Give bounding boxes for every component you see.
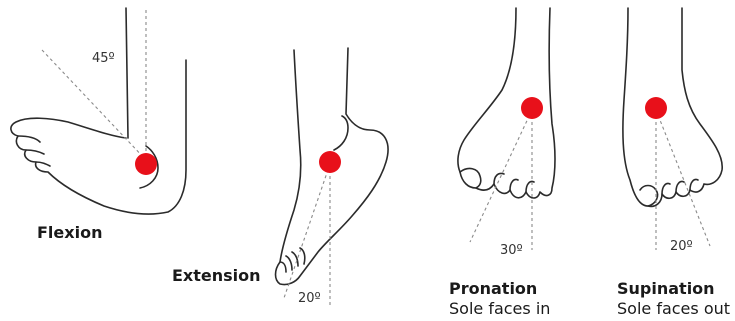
flexion-joint-marker (135, 153, 157, 175)
pronation-label: Pronation (449, 280, 537, 298)
supination-joint-marker (645, 97, 667, 119)
supination-foot-outline (623, 8, 722, 206)
supination-angle-label: 20º (670, 239, 693, 254)
flexion-angle-label: 45º (92, 51, 115, 66)
supination-subtitle: Sole faces out (617, 300, 730, 318)
flexion-panel: 45º (11, 8, 186, 214)
extension-angle-label: 20º (298, 291, 321, 306)
flexion-label: Flexion (37, 224, 102, 242)
extension-joint-marker (319, 151, 341, 173)
supination-panel: 20º (623, 8, 722, 254)
extension-panel: 20º (276, 48, 389, 306)
extension-label: Extension (172, 267, 261, 285)
supination-angle-line (656, 110, 710, 246)
extension-toes (280, 248, 305, 272)
supination-label: Supination (617, 280, 715, 298)
flexion-foot-outline (11, 8, 186, 214)
pronation-panel: 30º (458, 8, 555, 258)
extension-ankle-curve (334, 116, 348, 150)
pronation-joint-marker (521, 97, 543, 119)
pronation-subtitle: Sole faces in (449, 300, 550, 318)
flexion-angle-line (42, 50, 146, 160)
extension-angle-line (284, 164, 330, 298)
pronation-angle-label: 30º (500, 243, 523, 258)
